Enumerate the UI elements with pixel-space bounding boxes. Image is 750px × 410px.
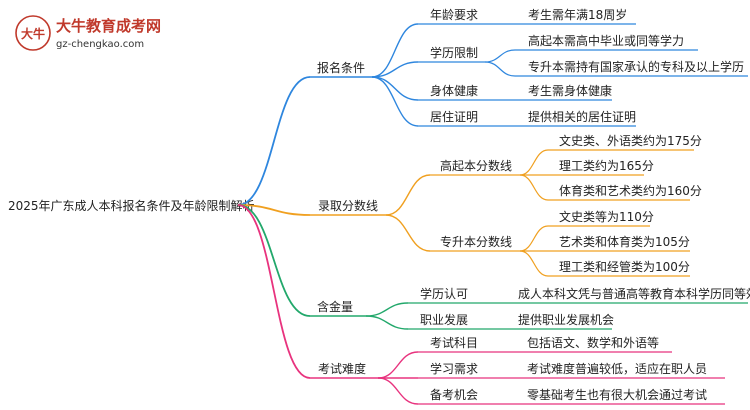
leaf-label: 考试难度普遍较低，适应在职人员 bbox=[527, 361, 707, 376]
branch-connector bbox=[365, 302, 409, 317]
leaf-career-opportunity: 提供职业发展机会 bbox=[508, 312, 614, 330]
node-connector bbox=[519, 149, 549, 176]
branch-admission-score: 录取分数线 bbox=[310, 198, 386, 216]
root-topic: 2025年广东成人本科报名条件及年龄限制解析 bbox=[8, 198, 255, 213]
branch-difficulty: 考试难度 bbox=[310, 361, 378, 379]
node-label: 学历限制 bbox=[430, 45, 478, 60]
root-connector bbox=[237, 204, 311, 379]
leaf-zsb-art-sports: 艺术类和体育类为105分 bbox=[548, 234, 690, 252]
leaf-score-sports-art: 体育类和艺术类约为160分 bbox=[548, 183, 702, 201]
node-exam-subjects: 考试科目 bbox=[418, 335, 490, 353]
leaf-label: 文史类等为110分 bbox=[559, 209, 654, 224]
node-label: 备考机会 bbox=[430, 388, 478, 402]
connectors bbox=[237, 23, 549, 405]
leaf-score-arts: 文史类、外语类约为175分 bbox=[548, 133, 702, 151]
node-connector bbox=[519, 174, 549, 201]
leaf-label: 专升本需持有国家承认的专科及以上学历 bbox=[528, 59, 744, 74]
leaf-beginner-chance: 零基础考生也有很大机会通过考试 bbox=[515, 387, 725, 405]
branch-label: 报名条件 bbox=[317, 60, 365, 75]
leaf-label: 考生需年满18周岁 bbox=[528, 7, 627, 22]
leaf-college: 专升本需持有国家承认的专科及以上学历 bbox=[515, 59, 748, 77]
node-degree-recognition: 学历认可 bbox=[408, 286, 488, 304]
node-label: 身体健康 bbox=[430, 83, 478, 98]
node-label: 高起本分数线 bbox=[440, 158, 512, 173]
node-residence-proof: 居住证明 bbox=[418, 110, 485, 127]
node-label: 学习需求 bbox=[430, 361, 478, 376]
branch-connector bbox=[371, 76, 419, 127]
branch-connector bbox=[377, 351, 419, 379]
leaf-label: 理工类约为165分 bbox=[559, 158, 654, 173]
node-connector bbox=[484, 49, 516, 63]
node-gaoqiben-score: 高起本分数线 bbox=[430, 158, 520, 176]
branch-connector bbox=[371, 23, 419, 78]
leaf-highschool: 高起本需高中毕业或同等学力 bbox=[515, 33, 698, 51]
branch-connector bbox=[385, 214, 431, 252]
node-connector bbox=[484, 61, 516, 77]
logo-url: gz-chengkao.com bbox=[56, 39, 144, 50]
branch-connector bbox=[365, 315, 409, 330]
node-age-requirement: 年龄要求 bbox=[418, 8, 485, 25]
node-health: 身体健康 bbox=[418, 83, 485, 101]
node-label: 学历认可 bbox=[420, 286, 468, 301]
node-zhuanshengben-score: 专升本分数线 bbox=[430, 234, 520, 252]
leaf-age-18: 考生需年满18周岁 bbox=[515, 7, 636, 25]
node-label: 年龄要求 bbox=[430, 8, 478, 22]
leaf-label: 艺术类和体育类为105分 bbox=[559, 234, 690, 249]
leaf-label: 体育类和艺术类约为160分 bbox=[559, 183, 702, 198]
node-study-demand: 学习需求 bbox=[418, 361, 490, 379]
leaf-health: 考生需身体健康 bbox=[515, 83, 612, 101]
branch-connector bbox=[377, 377, 419, 405]
node-prep-opportunity: 备考机会 bbox=[418, 388, 490, 405]
leaf-difficulty-low: 考试难度普遍较低，适应在职人员 bbox=[515, 361, 725, 379]
branch-connector bbox=[385, 174, 431, 216]
root-connector bbox=[237, 204, 311, 317]
branch-registration: 报名条件 bbox=[310, 60, 372, 78]
node-label: 居住证明 bbox=[430, 110, 478, 124]
branch-value: 含金量 bbox=[310, 299, 366, 317]
root-connector bbox=[237, 204, 311, 216]
logo-emblem-circle bbox=[15, 15, 51, 51]
node-education-limit: 学历限制 bbox=[418, 45, 485, 63]
leaf-zsb-arts: 文史类等为110分 bbox=[548, 209, 654, 227]
logo-title: 大牛教育成考网 bbox=[56, 17, 161, 35]
brand-logo: 大牛 大牛教育成考网 gz-chengkao.com bbox=[15, 15, 161, 51]
node-label: 考试科目 bbox=[430, 335, 478, 350]
branch-label: 考试难度 bbox=[318, 361, 366, 376]
leaf-residence: 提供相关的居住证明 bbox=[515, 109, 636, 127]
leaf-label: 理工类和经管类为100分 bbox=[559, 259, 690, 274]
leaf-zsb-science-econ: 理工类和经管类为100分 bbox=[548, 259, 690, 277]
branch-label: 含金量 bbox=[317, 299, 353, 314]
node-connector bbox=[519, 225, 549, 252]
branch-connector bbox=[371, 61, 419, 78]
leaf-label: 考生需身体健康 bbox=[528, 83, 612, 98]
node-connector bbox=[519, 250, 549, 277]
node-label: 专升本分数线 bbox=[440, 234, 512, 249]
leaf-label: 成人本科文凭与普通高等教育本科学历同等效力 bbox=[518, 286, 750, 301]
branch-label: 录取分数线 bbox=[318, 198, 378, 213]
leaf-degree-equivalent: 成人本科文凭与普通高等教育本科学历同等效力 bbox=[508, 286, 750, 304]
node-label: 职业发展 bbox=[420, 312, 468, 327]
leaf-subjects-list: 包括语文、数学和外语等 bbox=[515, 335, 672, 353]
leaf-label: 包括语文、数学和外语等 bbox=[527, 335, 659, 350]
leaf-label: 提供相关的居住证明 bbox=[528, 109, 636, 124]
root-connector bbox=[237, 76, 311, 206]
leaf-score-science: 理工类约为165分 bbox=[548, 158, 654, 176]
leaf-label: 零基础考生也有很大机会通过考试 bbox=[527, 387, 707, 402]
branch-connector bbox=[371, 76, 419, 101]
logo-emblem-glyph: 大牛 bbox=[21, 26, 45, 41]
leaf-label: 提供职业发展机会 bbox=[518, 312, 614, 327]
node-career-development: 职业发展 bbox=[408, 312, 488, 330]
leaf-label: 文史类、外语类约为175分 bbox=[559, 133, 702, 148]
leaf-label: 高起本需高中毕业或同等学力 bbox=[528, 33, 684, 48]
